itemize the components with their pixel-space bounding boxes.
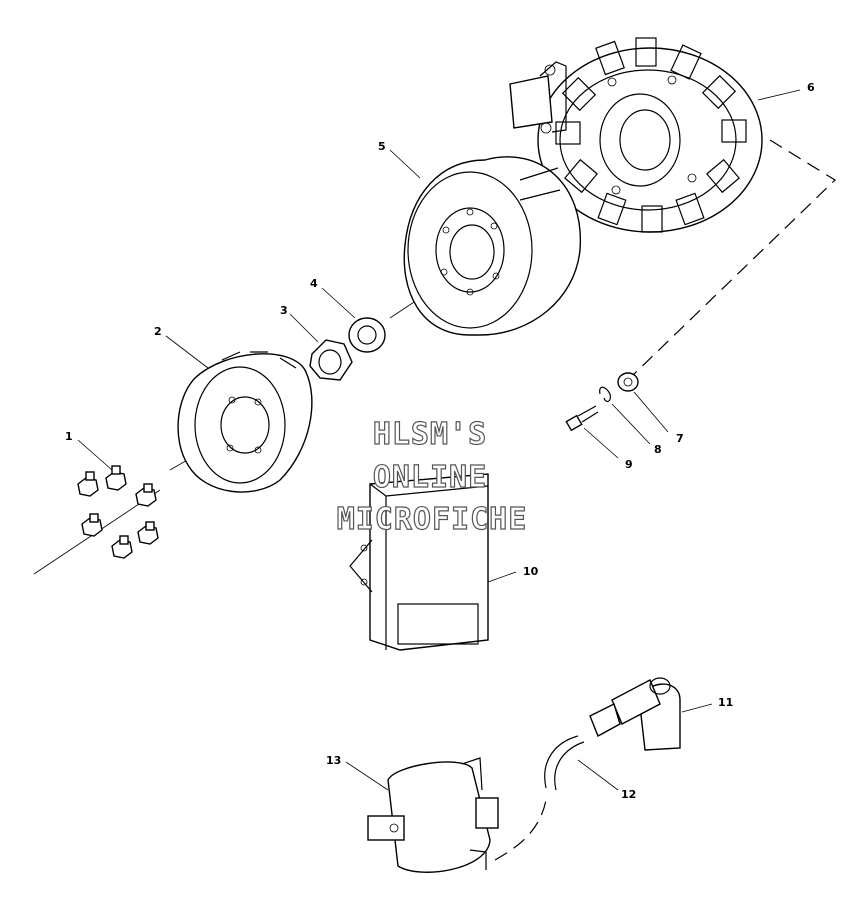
ignition-coil[interactable] [367,757,499,873]
screw[interactable] [565,405,599,432]
washer[interactable] [348,317,386,353]
watermark-line-3: MICROFICHE [337,502,528,537]
callout-10: 10 [523,565,539,578]
callout-1: 1 [65,430,73,443]
callout-9: 9 [625,458,633,471]
lead-wire[interactable] [544,735,585,791]
callout-8: 8 [654,443,662,456]
bolt[interactable] [111,535,133,559]
washer-small[interactable] [617,372,639,392]
callout-6: 6 [807,81,815,94]
bolt[interactable] [105,465,127,491]
callout-5: 5 [378,140,386,153]
leader-lines [77,89,801,791]
callout-12: 12 [621,788,636,801]
watermark: HLSM'S ONLINE MICROFICHE [336,416,528,537]
callout-11: 11 [718,696,733,709]
nut[interactable] [309,339,353,381]
callout-3: 3 [280,304,288,317]
watermark-line-2: ONLINE [373,460,487,495]
bolt[interactable] [77,471,99,497]
bolt[interactable] [81,513,103,537]
callout-7: 7 [676,432,684,445]
cdi-box[interactable] [349,473,489,651]
watermark-line-1: HLSM'S [373,417,487,452]
stator[interactable] [537,37,763,233]
flywheel[interactable] [403,156,582,336]
flange-bolts[interactable] [77,465,159,559]
spark-plug-cap[interactable] [589,677,681,751]
starter-cup[interactable] [177,351,313,493]
bolt[interactable] [137,521,159,545]
lock-washer[interactable] [599,386,611,403]
callout-4: 4 [310,277,318,290]
bolt[interactable] [135,483,157,507]
callout-2: 2 [154,325,162,338]
callout-13: 13 [326,754,341,767]
pickup-coil[interactable] [509,61,567,134]
